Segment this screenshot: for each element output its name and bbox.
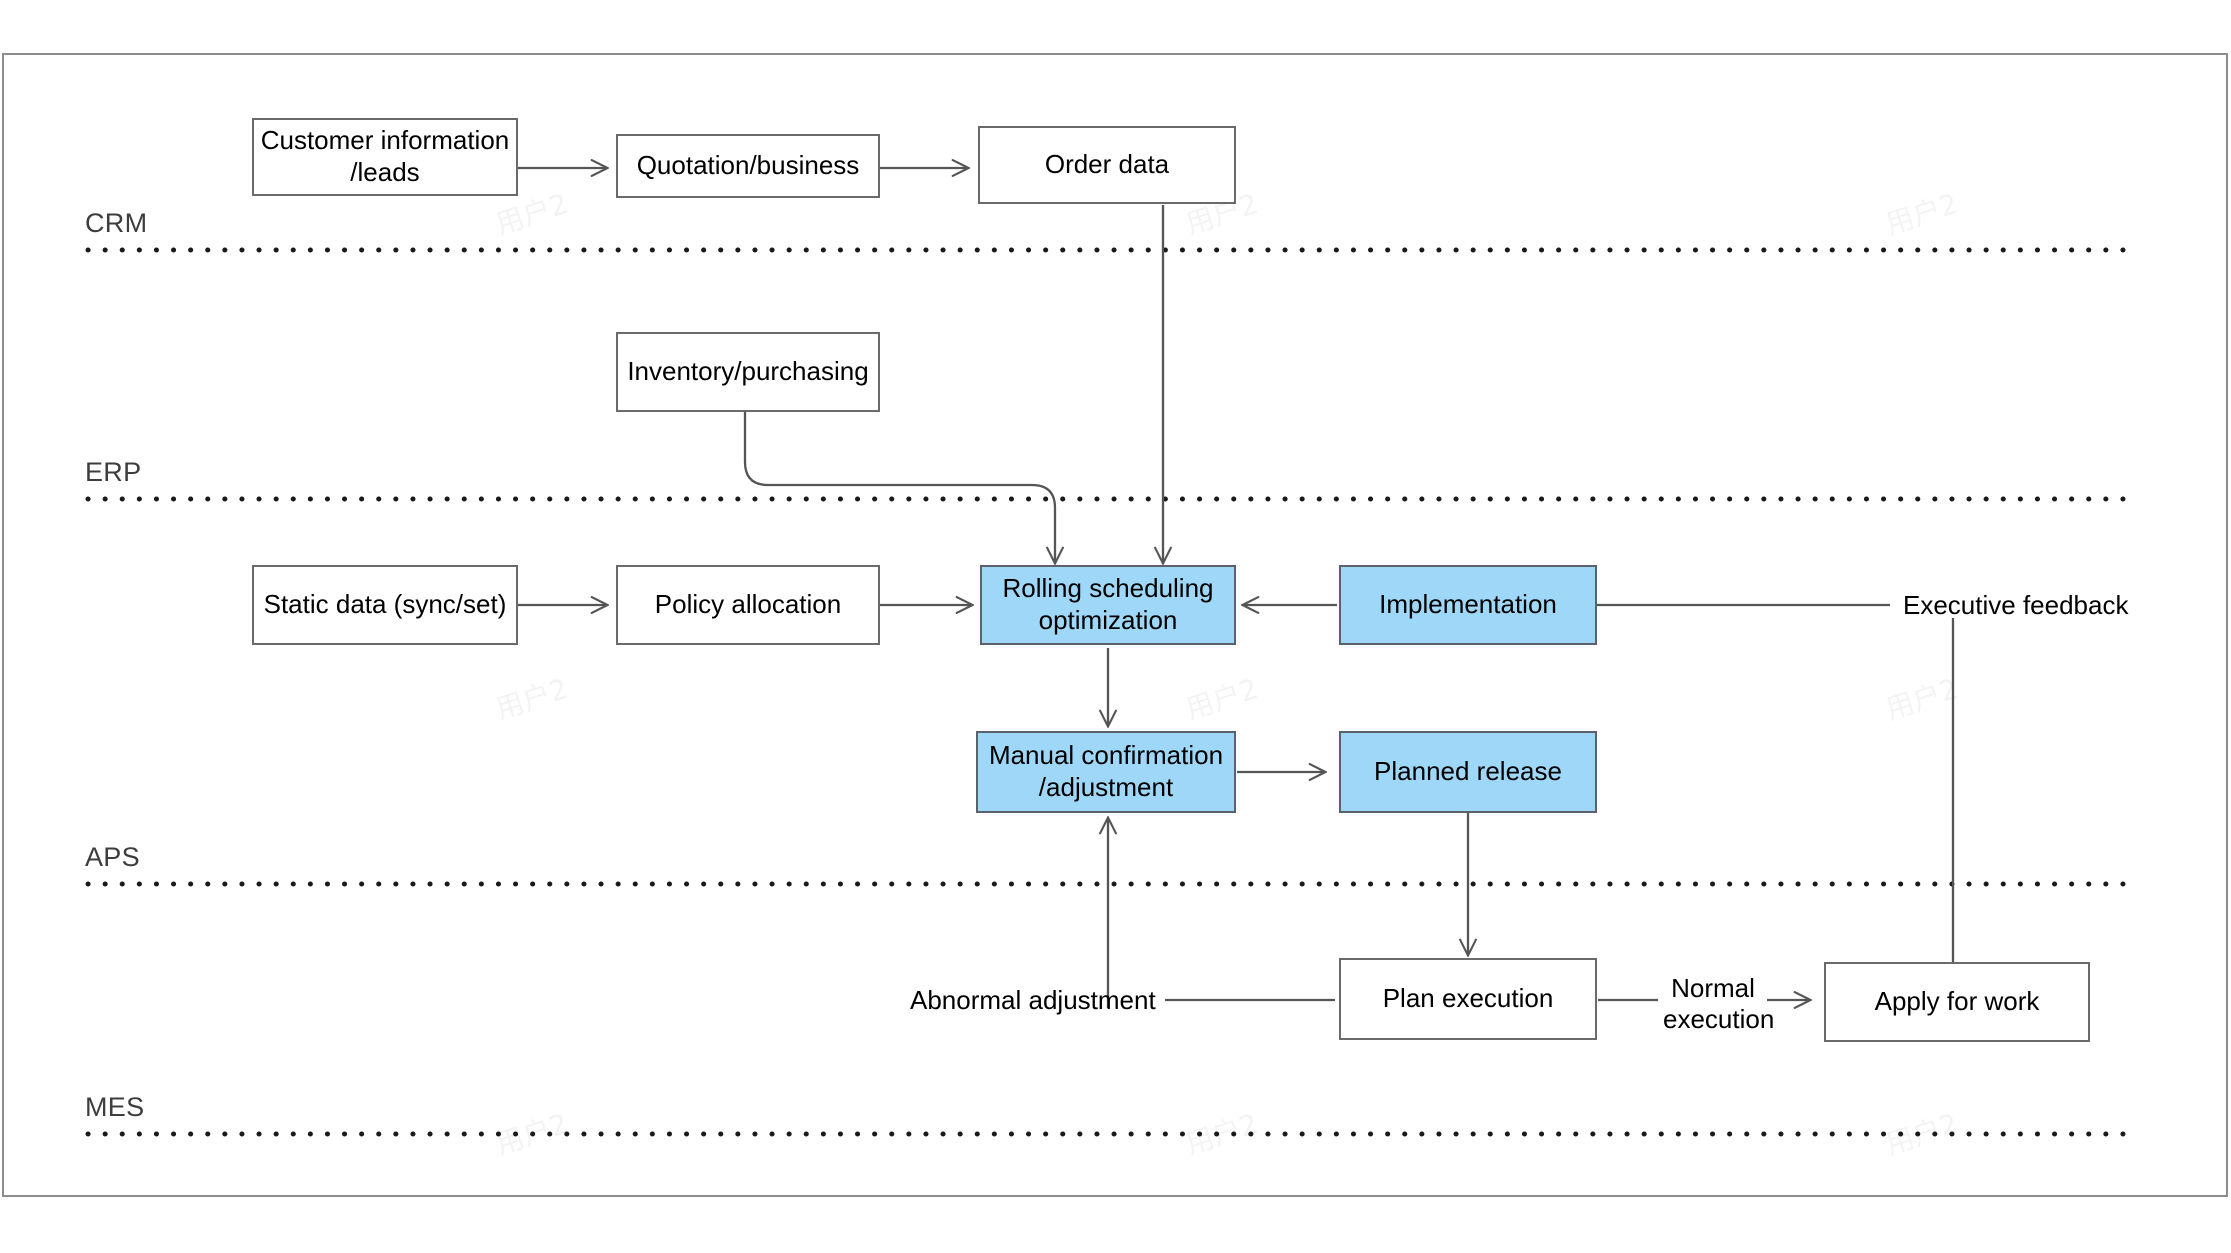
lane-label-crm: CRM [85, 208, 148, 238]
lane-label-aps: APS [85, 842, 140, 872]
node-apply-for-work[interactable]: Apply for work [1824, 962, 2090, 1042]
label-executive-feedback: Executive feedback [1903, 590, 2129, 620]
node-customer-information-leads[interactable]: Customer information/leads [252, 118, 518, 196]
node-plan-execution[interactable]: Plan execution [1339, 958, 1597, 1040]
node-planned-release[interactable]: Planned release [1339, 731, 1597, 813]
node-quotation-business[interactable]: Quotation/business [616, 134, 880, 198]
node-manual-confirmation-adjustment[interactable]: Manual confirmation/adjustment [976, 731, 1236, 813]
node-static-data[interactable]: Static data (sync/set) [252, 565, 518, 645]
node-policy-allocation[interactable]: Policy allocation [616, 565, 880, 645]
diagram-frame [2, 53, 2228, 1197]
node-inventory-purchasing[interactable]: Inventory/purchasing [616, 332, 880, 412]
edge-inventory-to-rolling [743, 412, 1055, 563]
node-order-data[interactable]: Order data [978, 126, 1236, 204]
label-abnormal-adjustment: Abnormal adjustment [910, 985, 1156, 1015]
lane-label-mes: MES [85, 1092, 145, 1122]
lane-label-erp: ERP [85, 457, 142, 487]
node-implementation[interactable]: Implementation [1339, 565, 1597, 645]
